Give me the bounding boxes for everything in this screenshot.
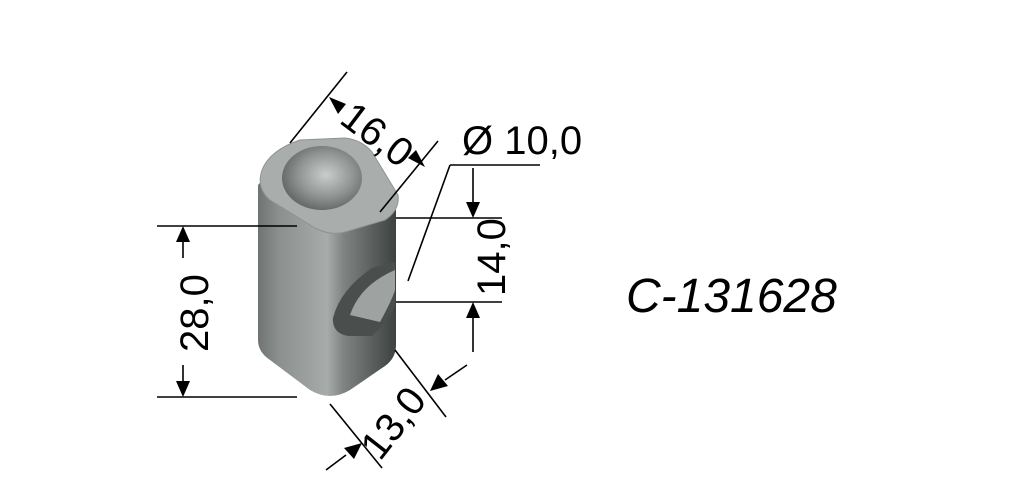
part-illustration	[258, 137, 399, 396]
part-number: C-131628	[626, 270, 837, 323]
arrow-icon	[466, 202, 480, 218]
dimension-height-label: 28,0	[173, 274, 217, 352]
dimension-height: 28,0	[157, 225, 297, 398]
arrow-icon	[408, 150, 425, 167]
cross-hole-inner	[350, 270, 395, 322]
dimension-width-label: 13,0	[352, 379, 435, 467]
arrow-icon	[176, 381, 190, 397]
arrow-icon	[344, 443, 362, 459]
arrow-icon	[176, 226, 190, 242]
dimension-diameter: Ø 10,0	[407, 119, 582, 282]
arrow-icon	[466, 302, 480, 318]
arrow-icon	[430, 374, 448, 391]
dimension-hole-offset: 14,0	[396, 168, 514, 352]
dimension-hole-offset-label: 14,0	[470, 218, 514, 296]
arrow-icon	[329, 97, 346, 114]
dimension-diameter-label: Ø 10,0	[462, 119, 582, 163]
threaded-hole	[282, 146, 362, 210]
